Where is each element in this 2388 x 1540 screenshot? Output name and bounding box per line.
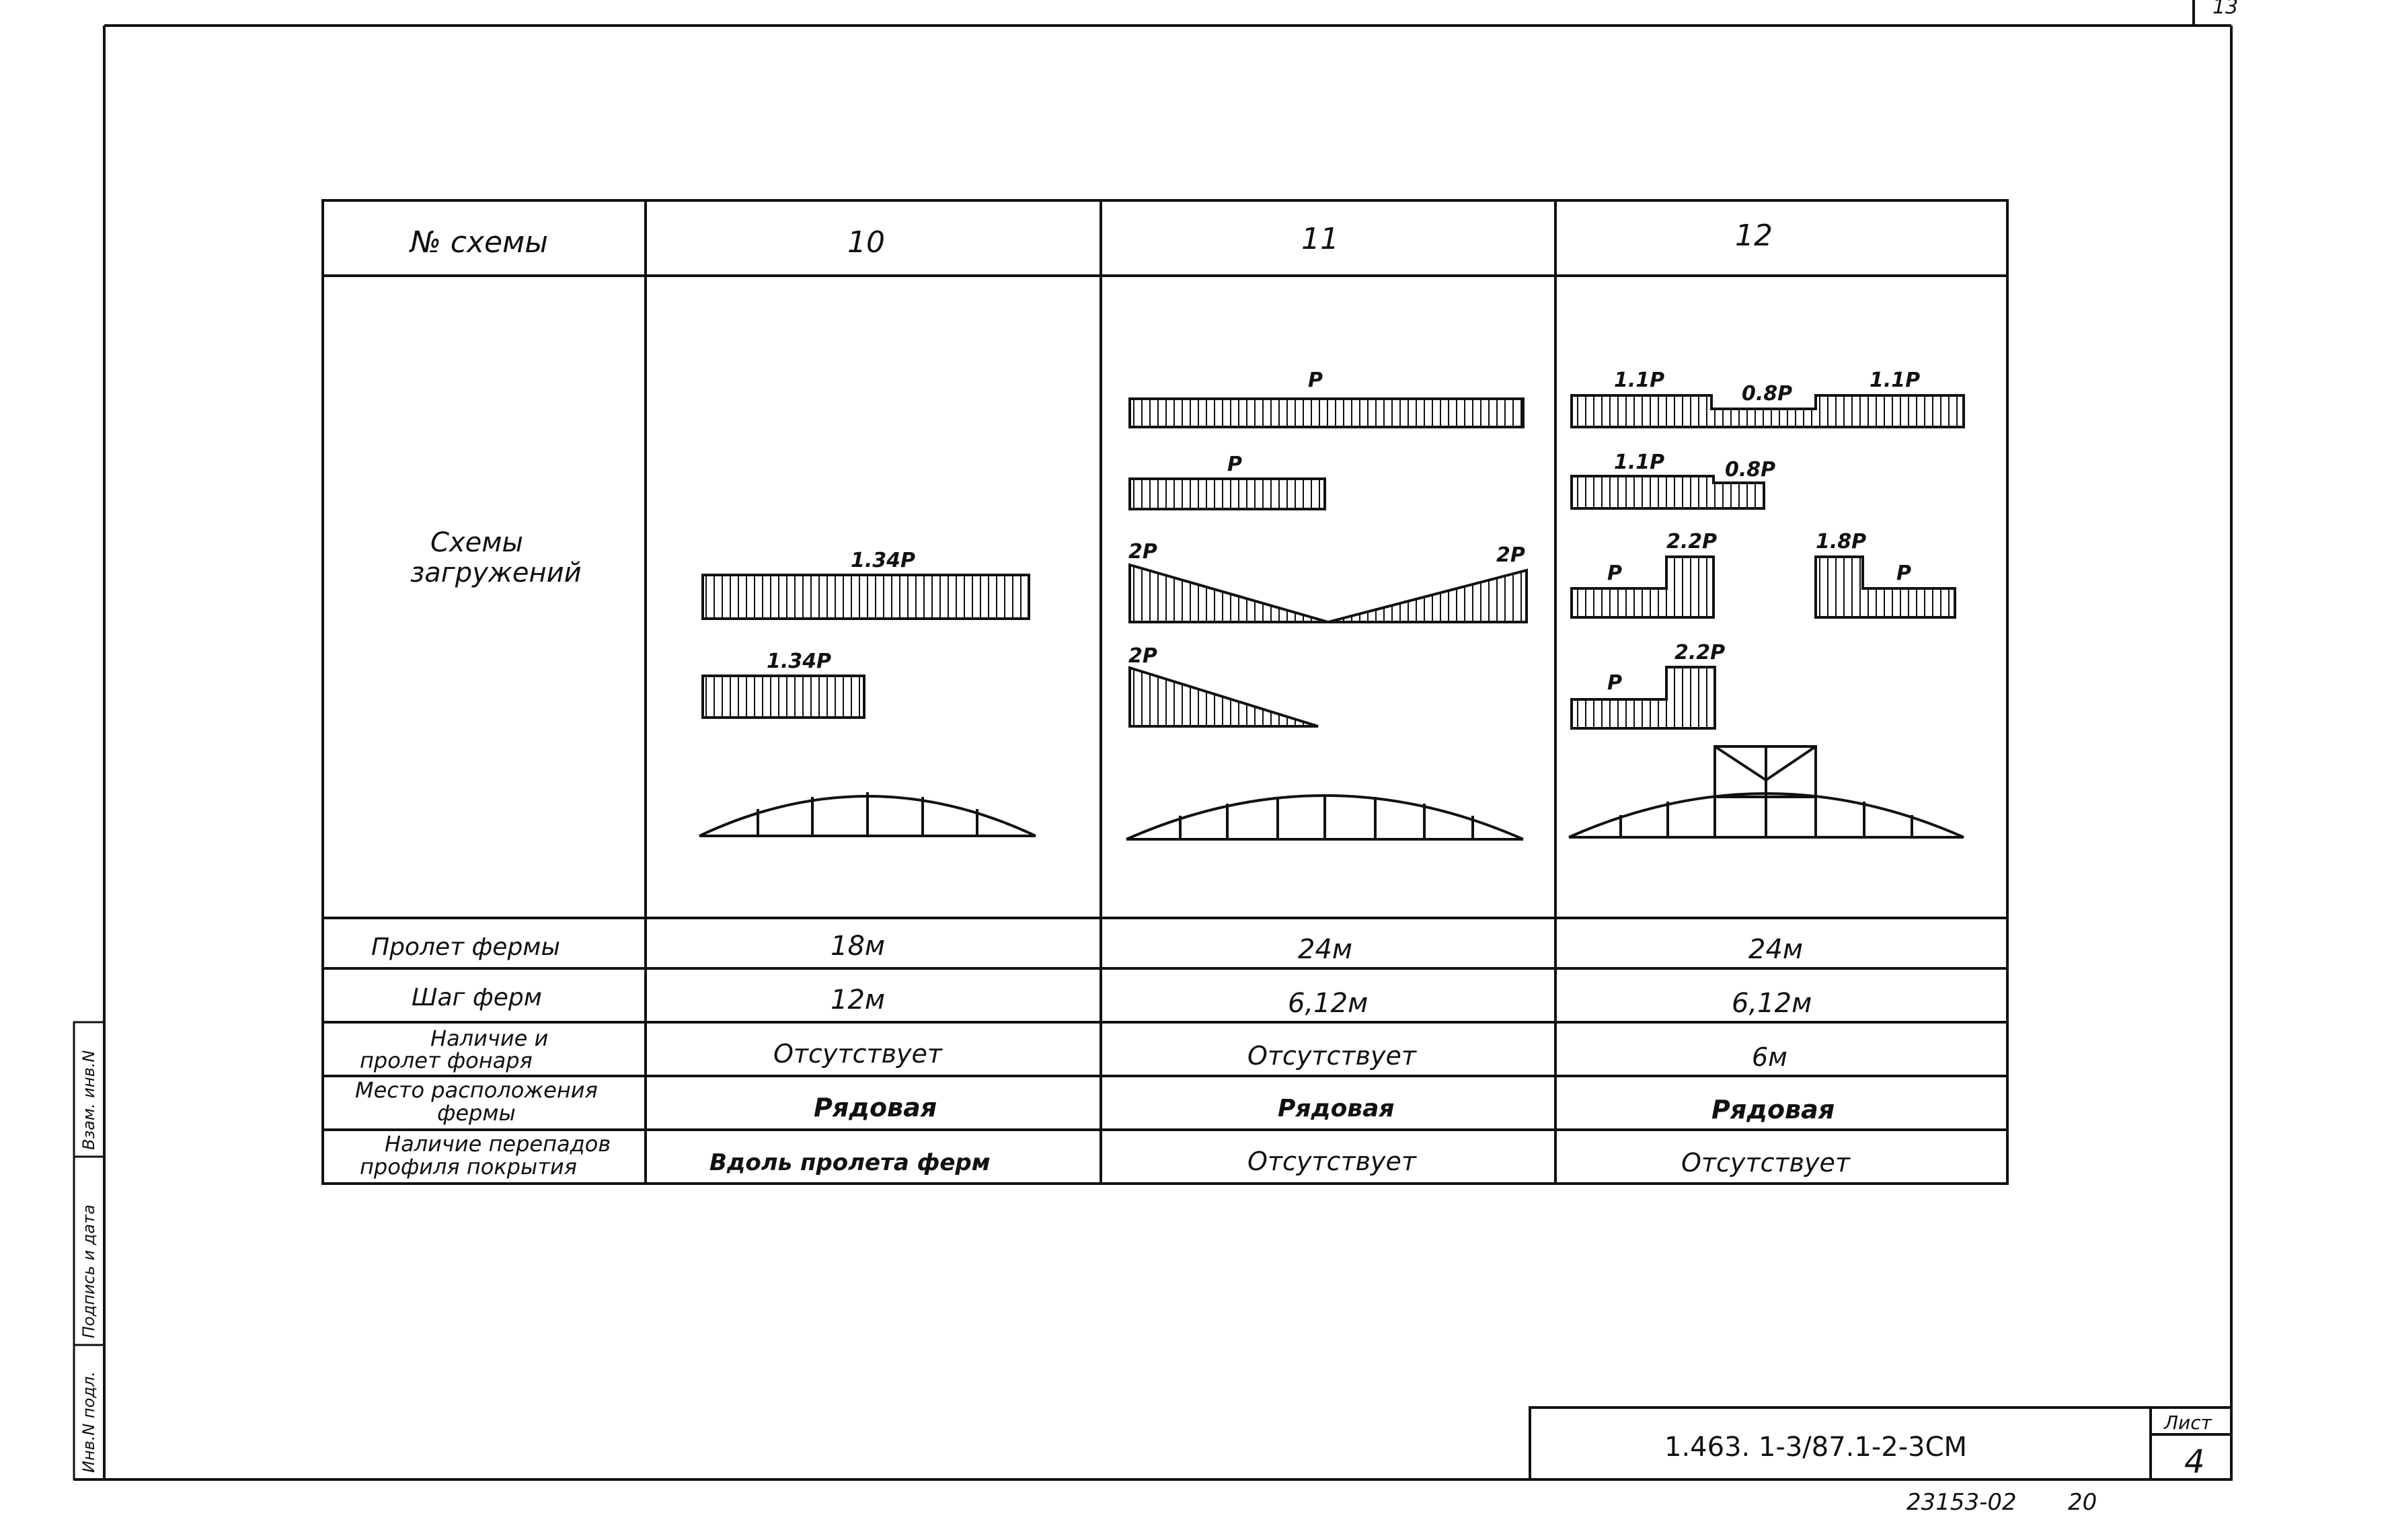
row-step-value-10: 12м [831,985,885,1015]
col11-load3-right-label: 2P [1496,543,1525,567]
col11-load2-label: P [1227,453,1242,476]
row-span-label: Пролет фермы [371,933,560,961]
header-column-10: 10 [847,225,885,260]
row-step-value-11: 6,12м [1288,988,1368,1019]
col12-load4-low-label: P [1896,562,1911,585]
side-stamp-label-inv: Инв.N подл. [79,1371,98,1473]
row-profile-value-10: Вдоль пролета ферм [709,1149,991,1176]
row-profile-value-11: Отсутствует [1247,1147,1418,1176]
row-position-value-11: Рядовая [1278,1095,1395,1122]
title-block [1529,1406,2233,1481]
row-position-value-10: Рядовая [814,1093,937,1122]
table-grid [321,199,2009,1185]
col11-load1-label: P [1308,369,1323,392]
footer-number: 23153-02 [1906,1489,2017,1516]
col12-load2-right-label: 0.8P [1725,458,1775,482]
sheet-label: Лист [2163,1412,2212,1434]
col10-load-diagram-2 [701,675,865,719]
col12-load-diagram-5 [1570,666,1716,730]
col12-load1-mid-label: 0.8P [1742,382,1792,406]
col11-load-diagram-2 [1128,477,1326,510]
sheet-corner-mark: 13 [2212,0,2238,19]
side-stamp-label-replace: Взам. инв.N [79,1050,98,1150]
footer-format: 20 [2068,1489,2097,1516]
col12-load-diagram-2 [1570,475,1765,510]
col11-load-diagram-3 [1128,563,1528,623]
row-span-value-11: 24м [1298,934,1352,965]
row-skylight-label-line2: пролет фонаря [360,1048,533,1073]
row-step-label: Шаг ферм [412,984,542,1011]
schemes-label-line2: загружений [410,557,582,588]
row-profile-label-line2: профиля покрытия [360,1154,577,1180]
row-position-label-line1: Место расположения [355,1077,598,1103]
col11-load-diagram-4 [1128,666,1319,728]
row-skylight-value-10: Отсутствует [773,1039,943,1069]
header-column-11: 11 [1301,222,1339,256]
col10-truss [699,792,1036,837]
schemes-label-line1: Схемы [430,527,523,558]
col12-load4-high-label: 1.8P [1816,530,1866,553]
col12-load1-right-label: 1.1P [1870,369,1920,392]
row-skylight-value-12: 6м [1752,1042,1787,1072]
col12-load3-low-label: P [1607,562,1622,585]
row-span-value-12: 24м [1748,934,1803,965]
row-position-value-12: Рядовая [1711,1095,1835,1124]
row-profile-value-12: Отсутствует [1681,1148,1851,1178]
document-designation: 1.463. 1-3/87.1-2-3СМ [1664,1432,1967,1463]
col12-load-diagram-4 [1814,555,1956,619]
header-column-12: 12 [1735,219,1773,253]
col11-load-diagram-1 [1128,397,1525,428]
sheet-number: 4 [2184,1443,2205,1481]
row-skylight-label-line1: Наличие и [430,1026,548,1051]
col12-truss-with-skylight [1568,745,1964,839]
side-stamp [73,1021,106,1481]
col11-load3-left-label: 2P [1128,540,1157,564]
sheet-frame [74,0,2233,1481]
row-skylight-value-11: Отсутствует [1247,1041,1418,1071]
col10-load1-label: 1.34P [851,549,915,572]
col12-load5-high-label: 2.2P [1674,641,1725,664]
col10-load2-label: 1.34P [767,650,831,673]
side-stamp-label-signature: Подпись и дата [79,1204,98,1338]
col10-load-diagram-1 [701,574,1030,620]
col12-load2-left-label: 1.1P [1614,451,1664,474]
row-profile-label-line1: Наличие перепадов [385,1131,611,1157]
row-position-label-line2: фермы [437,1100,516,1126]
row-span-value-10: 18м [831,931,885,962]
header-scheme-number-label: № схемы [408,225,548,260]
col12-load-diagram-3 [1570,555,1715,619]
col12-load1-left-label: 1.1P [1614,369,1664,392]
col12-load3-high-label: 2.2P [1666,530,1717,553]
col12-load-diagram-1 [1570,394,1965,428]
col11-load4-label: 2P [1128,644,1157,668]
row-step-value-12: 6,12м [1732,988,1812,1019]
col11-truss [1126,794,1524,841]
col12-load5-low-label: P [1607,671,1622,695]
